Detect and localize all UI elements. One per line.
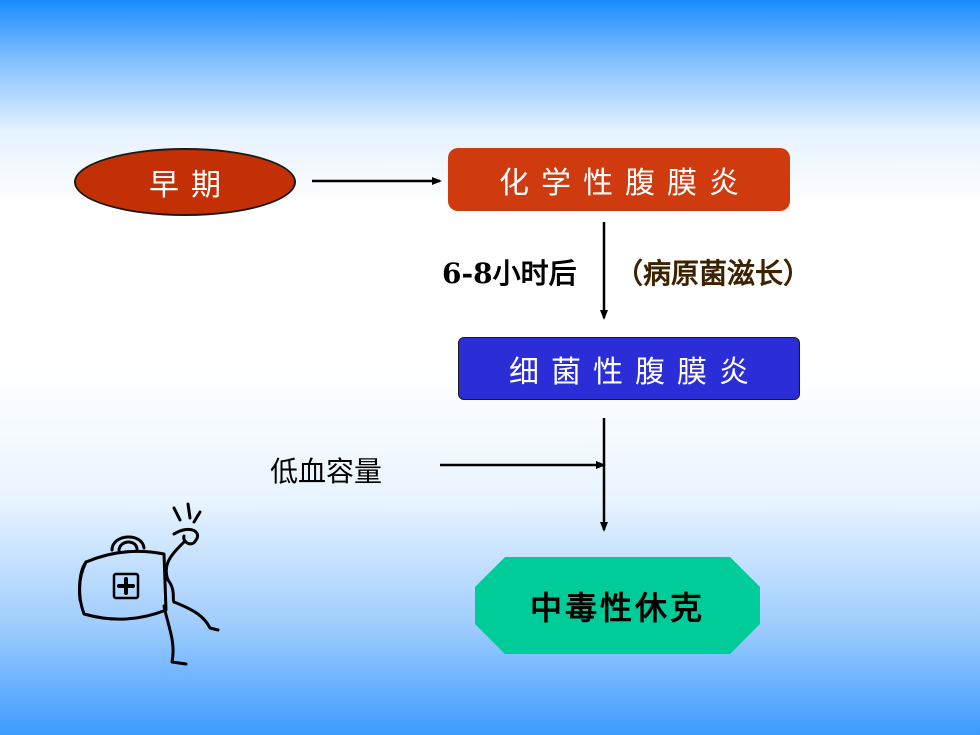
edge-label-time: 6-8小时后 — [442, 257, 577, 290]
octagon-shape — [475, 557, 760, 654]
node-chemical-peritonitis: 化学性腹膜炎 — [448, 148, 790, 211]
node-toxic-shock-label: 中毒性休克 — [529, 588, 705, 627]
medical-bag-figure-icon — [78, 502, 220, 666]
node-early: 早期 — [74, 148, 296, 216]
edge-label-hypovolemia: 低血容量 — [270, 455, 383, 488]
edge-label-growth: （病原菌滋长） — [615, 257, 812, 290]
node-bacterial-peritonitis: 细菌性腹膜炎 — [458, 337, 800, 400]
node-toxic-shock: 中毒性休克 — [475, 557, 760, 654]
